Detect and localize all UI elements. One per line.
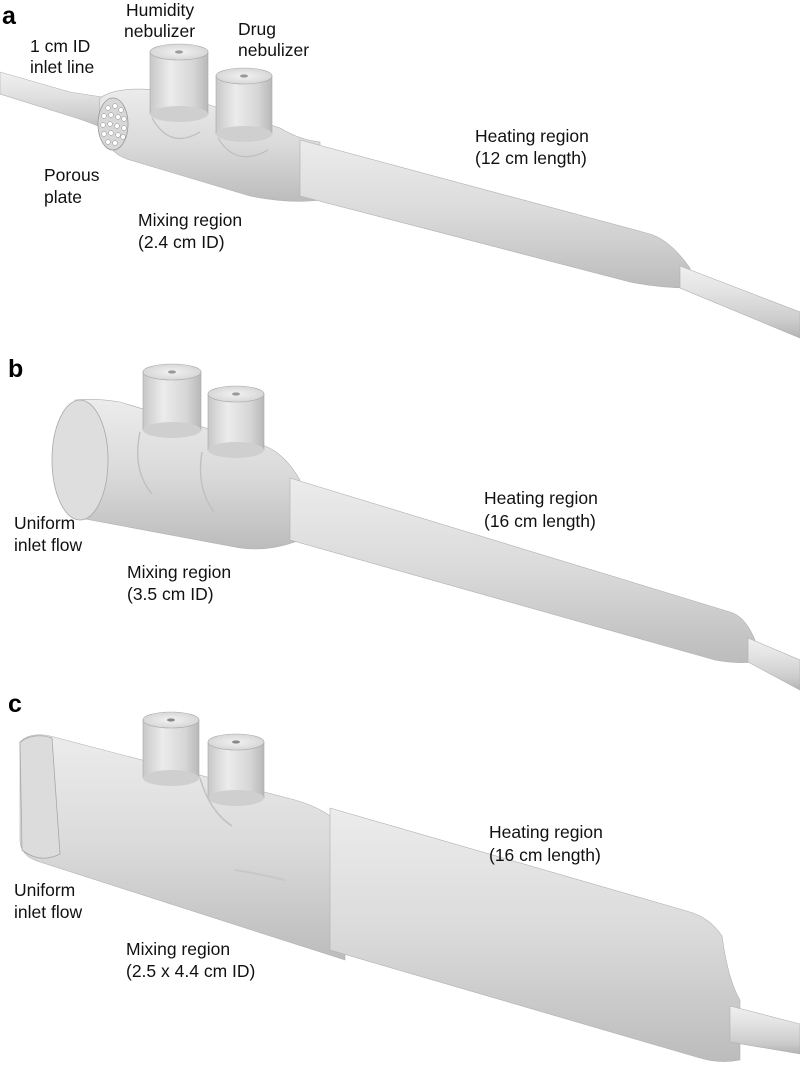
humidity-nebulizer-port — [149, 43, 209, 122]
drug-nebulizer-label-line2: nebulizer — [238, 40, 309, 60]
mixing-region-label-line2: (2.5 x 4.4 cm ID) — [126, 961, 255, 981]
inlet-flow-label-line1: Uniform — [14, 513, 75, 533]
panel-a — [0, 43, 800, 339]
inlet-line-tube — [0, 71, 113, 133]
drug-nebulizer-port — [215, 67, 273, 142]
mixing-region-body — [99, 88, 321, 202]
mixing-region-label-line2: (2.4 cm ID) — [138, 232, 225, 252]
outlet-tube — [747, 637, 800, 691]
outlet-tube — [679, 265, 800, 339]
drug-nebulizer-port — [207, 733, 265, 806]
mixing-region-label-line1: Mixing region — [127, 562, 231, 582]
inlet-line-label-line1: 1 cm ID — [30, 36, 90, 56]
panel-b-letter: b — [8, 355, 23, 383]
humidity-nebulizer-port — [142, 711, 200, 786]
panel-a-letter: a — [2, 2, 17, 30]
mixing-region-label-line2: (3.5 cm ID) — [127, 584, 214, 604]
heating-region-label-line1: Heating region — [475, 126, 589, 146]
mixing-region-label-line1: Mixing region — [138, 210, 242, 230]
heating-region-label-line2: (16 cm length) — [484, 511, 596, 531]
inlet-line-label-line2: inlet line — [30, 57, 94, 77]
inlet-flow-label-line2: inlet flow — [14, 902, 82, 922]
inlet-flow-label-line1: Uniform — [14, 880, 75, 900]
panel-c — [19, 711, 800, 1062]
outlet-tube — [729, 1005, 800, 1055]
panel-b — [51, 363, 800, 691]
porous-plate-label-line1: Porous — [44, 165, 100, 185]
humidity-nebulizer-port — [142, 363, 202, 438]
inlet-flow-label-line2: inlet flow — [14, 535, 82, 555]
porous-plate-holes — [100, 103, 127, 146]
drug-nebulizer-label-line1: Drug — [238, 19, 276, 39]
uniform-inlet-face — [51, 399, 109, 521]
heating-region-label-line2: (12 cm length) — [475, 148, 587, 168]
heating-region-label-line1: Heating region — [484, 488, 598, 508]
humidity-nebulizer-label-line1: Humidity — [126, 0, 194, 20]
humidity-nebulizer-label-line2: nebulizer — [124, 21, 195, 41]
heating-region-body — [329, 807, 741, 1062]
heating-region-label-line2: (16 cm length) — [489, 845, 601, 865]
panel-c-letter: c — [8, 690, 22, 718]
heating-region-label-line1: Heating region — [489, 822, 603, 842]
mixing-region-label-line1: Mixing region — [126, 939, 230, 959]
mixing-region-body — [74, 399, 301, 550]
porous-plate-label-line2: plate — [44, 187, 82, 207]
drug-nebulizer-port — [207, 385, 265, 458]
uniform-inlet-face — [19, 735, 61, 859]
